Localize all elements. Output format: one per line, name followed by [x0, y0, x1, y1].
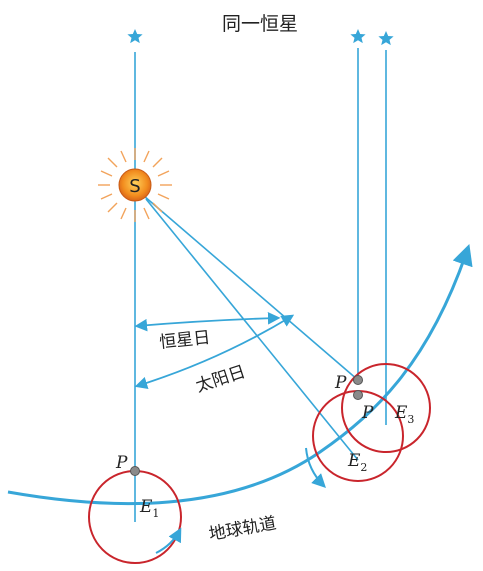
observer-point-marker	[353, 375, 363, 385]
earth-e1-label: E1	[139, 497, 159, 520]
point-p-e3-label: P	[361, 403, 374, 423]
star-icon	[350, 29, 366, 44]
diagram-title: 同一恒星	[222, 13, 298, 35]
star-icon	[127, 29, 143, 44]
point-p-e1-label: P	[115, 453, 128, 473]
rotation-arrow-e2	[305, 447, 326, 488]
earth-e3-label: E3	[394, 403, 414, 426]
earth-e2-label: E2	[347, 451, 367, 474]
sidereal-day-label: 恒星日	[158, 328, 211, 353]
sun-line-to-e2	[143, 195, 359, 381]
solar-day-arc	[134, 314, 295, 389]
observer-point-marker	[130, 466, 140, 476]
earth-e3-circle	[341, 363, 431, 453]
rotation-arrow-e1	[155, 527, 182, 554]
star-icon	[378, 31, 394, 46]
observer-point-marker	[353, 390, 363, 400]
sun-icon	[98, 148, 172, 222]
earth-orbit-label: 地球轨道	[207, 513, 277, 545]
sidereal-day-arc	[134, 311, 281, 332]
sun-line-to-e3	[145, 198, 359, 461]
sun-label: S	[129, 176, 140, 197]
earth-orbit	[7, 244, 473, 506]
point-p-e2-label: P	[334, 373, 347, 393]
solar-day-label: 太阳日	[193, 362, 248, 397]
